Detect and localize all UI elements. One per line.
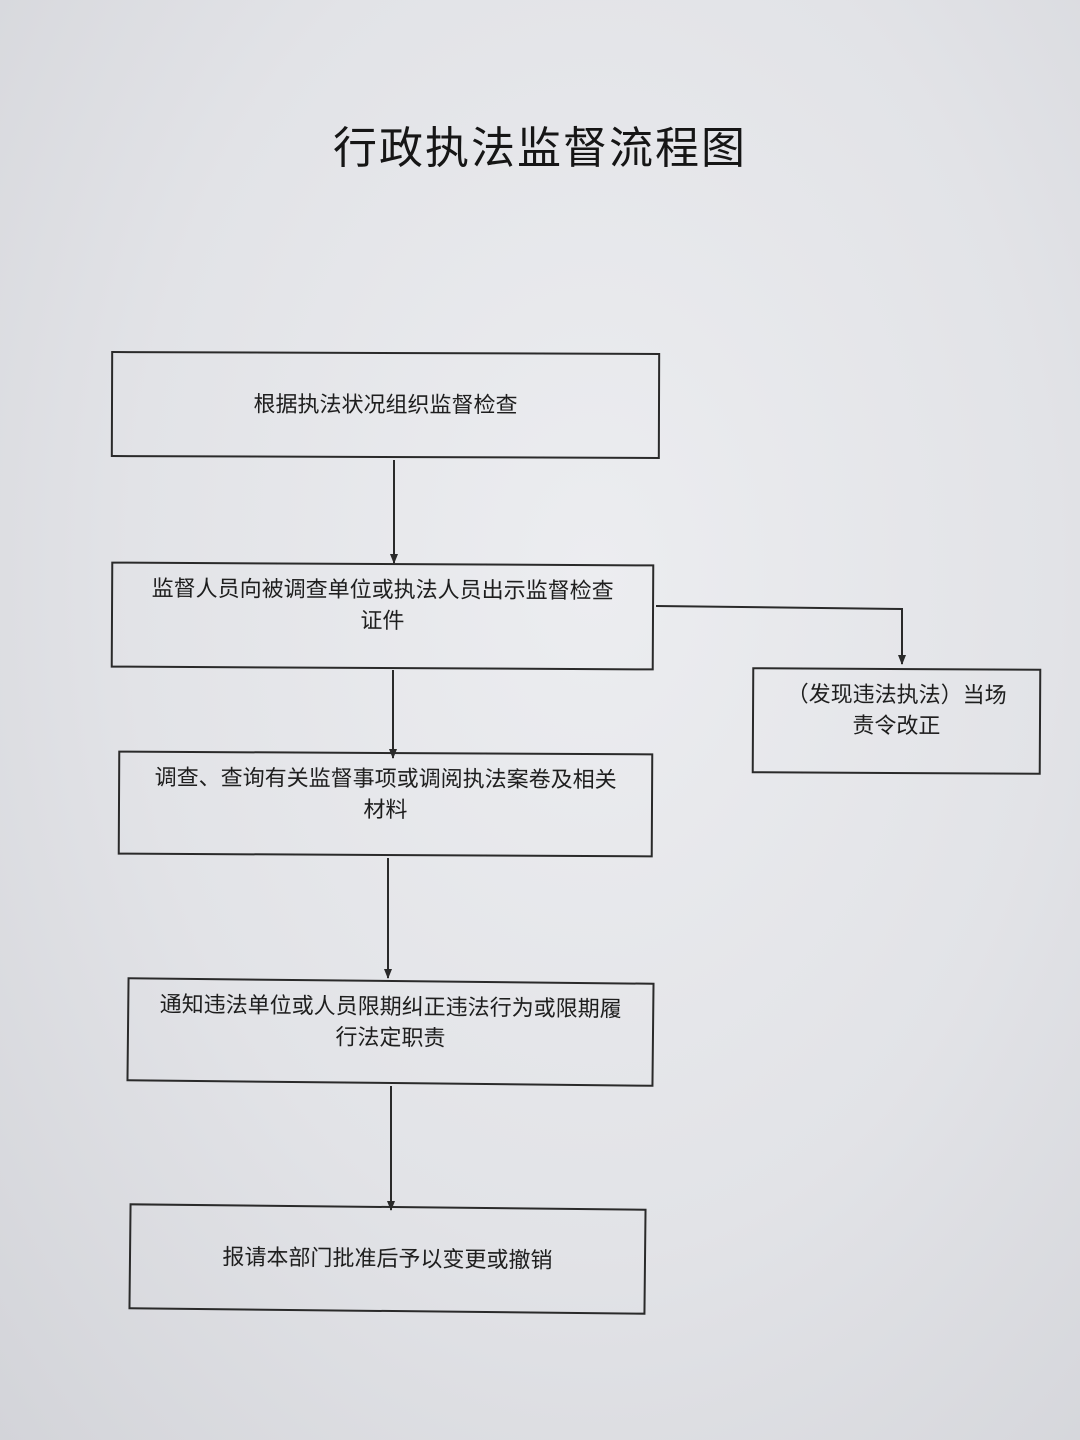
step-3-line-1: 调查、查询有关监督事项或调阅执法案卷及相关	[154, 765, 617, 794]
branch-box: （发现违法执法）当场 责令改正	[751, 667, 1042, 775]
step-3-line-2: 材料	[363, 797, 408, 824]
step-4-line-1: 通知违法单位或人员限期纠正违法行为或限期履	[159, 992, 622, 1023]
step-5-box: 报请本部门批准后予以变更或撤销	[128, 1203, 647, 1315]
step-1-box: 根据执法状况组织监督检查	[110, 351, 661, 459]
step-2-line-1: 监督人员向被调查单位或执法人员出示监督检查	[151, 576, 614, 605]
diagram-title: 行政执法监督流程图	[333, 123, 747, 174]
step-2-box: 监督人员向被调查单位或执法人员出示监督检查 证件	[110, 561, 655, 671]
branch-line-1: （发现违法执法）当场	[786, 682, 1007, 709]
step-2-line-2: 证件	[360, 608, 405, 635]
step-3-box: 调查、查询有关监督事项或调阅执法案卷及相关 材料	[117, 750, 654, 858]
step-5-line-1: 报请本部门批准后予以变更或撤销	[222, 1244, 553, 1274]
branch-line-2: 责令改正	[852, 713, 941, 740]
step-4-line-2: 行法定职责	[335, 1025, 446, 1052]
step-4-box: 通知违法单位或人员限期纠正违法行为或限期履 行法定职责	[126, 977, 655, 1087]
arrow-step2-to-branch	[655, 605, 906, 665]
step-1-line-1: 根据执法状况组织监督检查	[253, 392, 518, 418]
